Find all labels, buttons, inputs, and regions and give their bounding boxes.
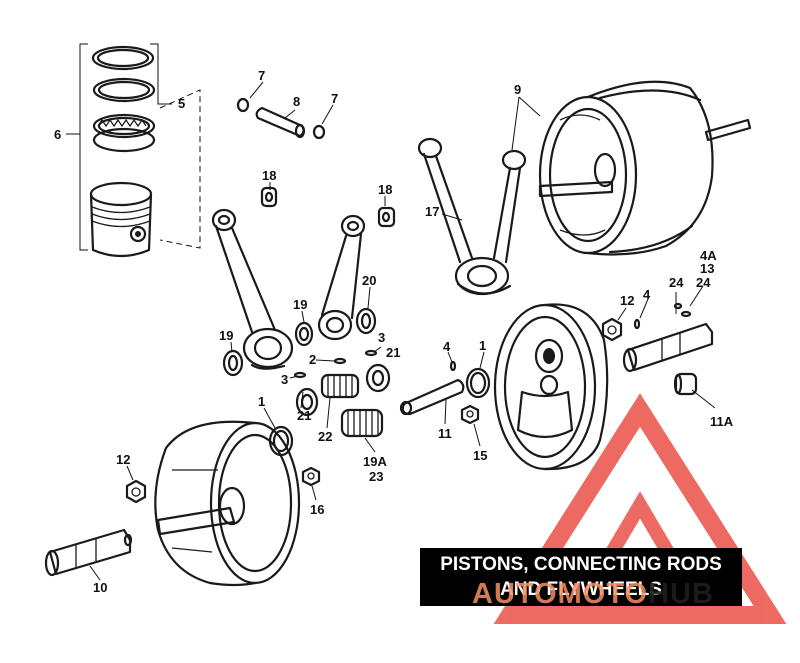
callout-20: 20 — [362, 273, 376, 288]
lock-ring-2 — [333, 357, 347, 365]
shaft-nut-left — [125, 479, 147, 504]
bracket-5 — [150, 43, 172, 105]
callout-7-left: 7 — [258, 68, 265, 83]
callout-21-right: 21 — [386, 345, 400, 360]
flywheel-right — [493, 303, 609, 471]
flywheel-washer-right — [465, 367, 491, 399]
wrist-pin-clip-left — [236, 97, 250, 113]
thrust-washer-mid — [294, 321, 314, 347]
callout-3-right: 3 — [378, 330, 385, 345]
crank-pin-nut-right — [460, 404, 480, 425]
callout-7-right: 7 — [331, 91, 338, 106]
callout-23: 23 — [369, 469, 383, 484]
lock-ring-3a — [293, 371, 307, 379]
roller-bearing-assembly — [340, 408, 384, 438]
callout-21-left: 21 — [297, 408, 311, 423]
shaft-bushing-11a — [673, 372, 698, 396]
piston-rings — [91, 45, 156, 153]
bushing-right — [377, 206, 396, 228]
callout-1-right: 1 — [479, 338, 486, 353]
roller-bearing-cage — [320, 373, 360, 399]
callout-4-center: 4 — [443, 339, 451, 354]
wrist-pin-clip-right — [312, 124, 326, 140]
callout-2: 2 — [309, 352, 316, 367]
diagram-title: PISTONS, CONNECTING RODS AND FLYWHEELS — [420, 548, 742, 606]
thrust-washer-left — [222, 349, 244, 377]
callout-5: 5 — [178, 96, 185, 111]
callout-17: 17 — [425, 204, 439, 219]
key-4-right — [633, 318, 641, 330]
callout-18-right: 18 — [378, 182, 392, 197]
callout-24-left: 24 — [669, 275, 684, 290]
bracket-6 — [79, 43, 88, 251]
callout-9: 9 — [514, 82, 521, 97]
watermark-text-a: AUTOMOTO — [472, 578, 649, 610]
lock-ring-3b — [364, 349, 378, 357]
callout-10: 10 — [93, 580, 107, 595]
callout-22: 22 — [318, 429, 332, 444]
watermark-text: AUTOMOTOHUB — [472, 578, 714, 611]
key-4 — [449, 360, 457, 372]
callout-8: 8 — [293, 94, 300, 109]
flywheel-assembly — [538, 80, 752, 256]
crank-pin-nut-left — [301, 466, 321, 487]
callout-12-left: 12 — [116, 452, 130, 467]
key-24 — [680, 310, 692, 318]
piston — [89, 181, 153, 258]
callout-1-left: 1 — [258, 394, 265, 409]
callout-19a: 19A — [363, 454, 387, 469]
callout-6: 6 — [54, 127, 61, 142]
callout-11a: 11A — [710, 414, 734, 429]
roller-bearing-right — [365, 363, 391, 393]
watermark-text-b: HUB — [648, 578, 714, 610]
timing-shaft — [44, 528, 133, 577]
bushing-left — [260, 186, 278, 208]
callout-11: 11 — [438, 426, 452, 441]
callout-15: 15 — [473, 448, 487, 463]
sprocket-shaft — [622, 322, 714, 373]
shaft-nut-right — [601, 317, 623, 342]
key-4a — [673, 302, 683, 310]
callout-19-mid: 19 — [293, 297, 307, 312]
callout-4-right: 4 — [643, 287, 651, 302]
flywheel-left — [154, 420, 301, 587]
crank-pin — [399, 378, 465, 416]
callout-19-left: 19 — [219, 328, 233, 343]
callout-16: 16 — [310, 502, 324, 517]
wrist-pin — [255, 106, 306, 139]
callout-13: 13 — [700, 261, 714, 276]
callout-24-right: 24 — [696, 275, 711, 290]
callout-3-left: 3 — [281, 372, 288, 387]
connecting-rod-rear — [317, 214, 366, 341]
callout-4a: 4A — [700, 248, 717, 263]
callout-18-left: 18 — [262, 168, 276, 183]
connecting-rod-assembly — [417, 137, 527, 296]
callout-12-right: 12 — [620, 293, 634, 308]
connecting-rod-front — [211, 208, 294, 370]
thrust-washer-right — [355, 307, 377, 335]
